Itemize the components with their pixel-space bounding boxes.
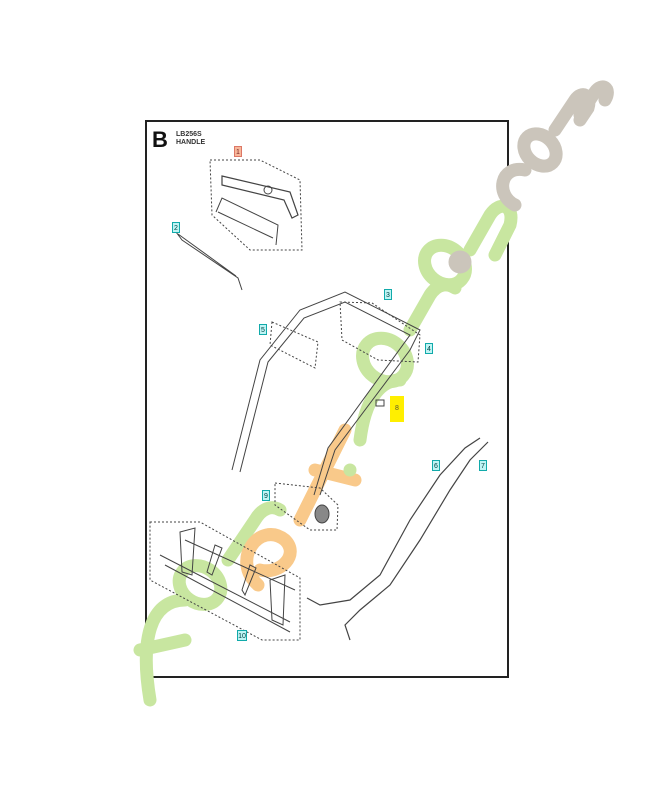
callout-6[interactable]: 6 (432, 460, 440, 471)
callout-3[interactable]: 3 (384, 289, 392, 300)
part-4-group (339, 301, 421, 363)
handle-bar (215, 197, 279, 246)
diagram-frame (145, 120, 509, 678)
part-1-group (209, 159, 303, 251)
part-7-cable (344, 441, 489, 641)
diagram-title: LB256S HANDLE (176, 131, 205, 147)
handle-grip (221, 175, 299, 219)
assembly-name: HANDLE (176, 139, 206, 146)
callout-5[interactable]: 5 (259, 324, 267, 335)
part-2-cable (175, 231, 243, 291)
callout-1[interactable]: 1 (234, 146, 242, 157)
watermark (133, 80, 614, 707)
callout-9[interactable]: 9 (262, 490, 270, 501)
callout-4[interactable]: 4 (425, 343, 433, 354)
callout-8[interactable]: 8 (390, 396, 404, 422)
part-10-group (149, 521, 301, 641)
part-5-group (269, 321, 319, 369)
callout-10[interactable]: 10 (237, 630, 247, 641)
part-8 (375, 399, 385, 407)
callout-7[interactable]: 7 (479, 460, 487, 471)
part-6-cable (306, 437, 481, 606)
part-9-group (274, 482, 339, 531)
section-letter: B (152, 127, 168, 152)
model-name: LB256S (176, 131, 202, 138)
callout-2[interactable]: 2 (172, 222, 180, 233)
